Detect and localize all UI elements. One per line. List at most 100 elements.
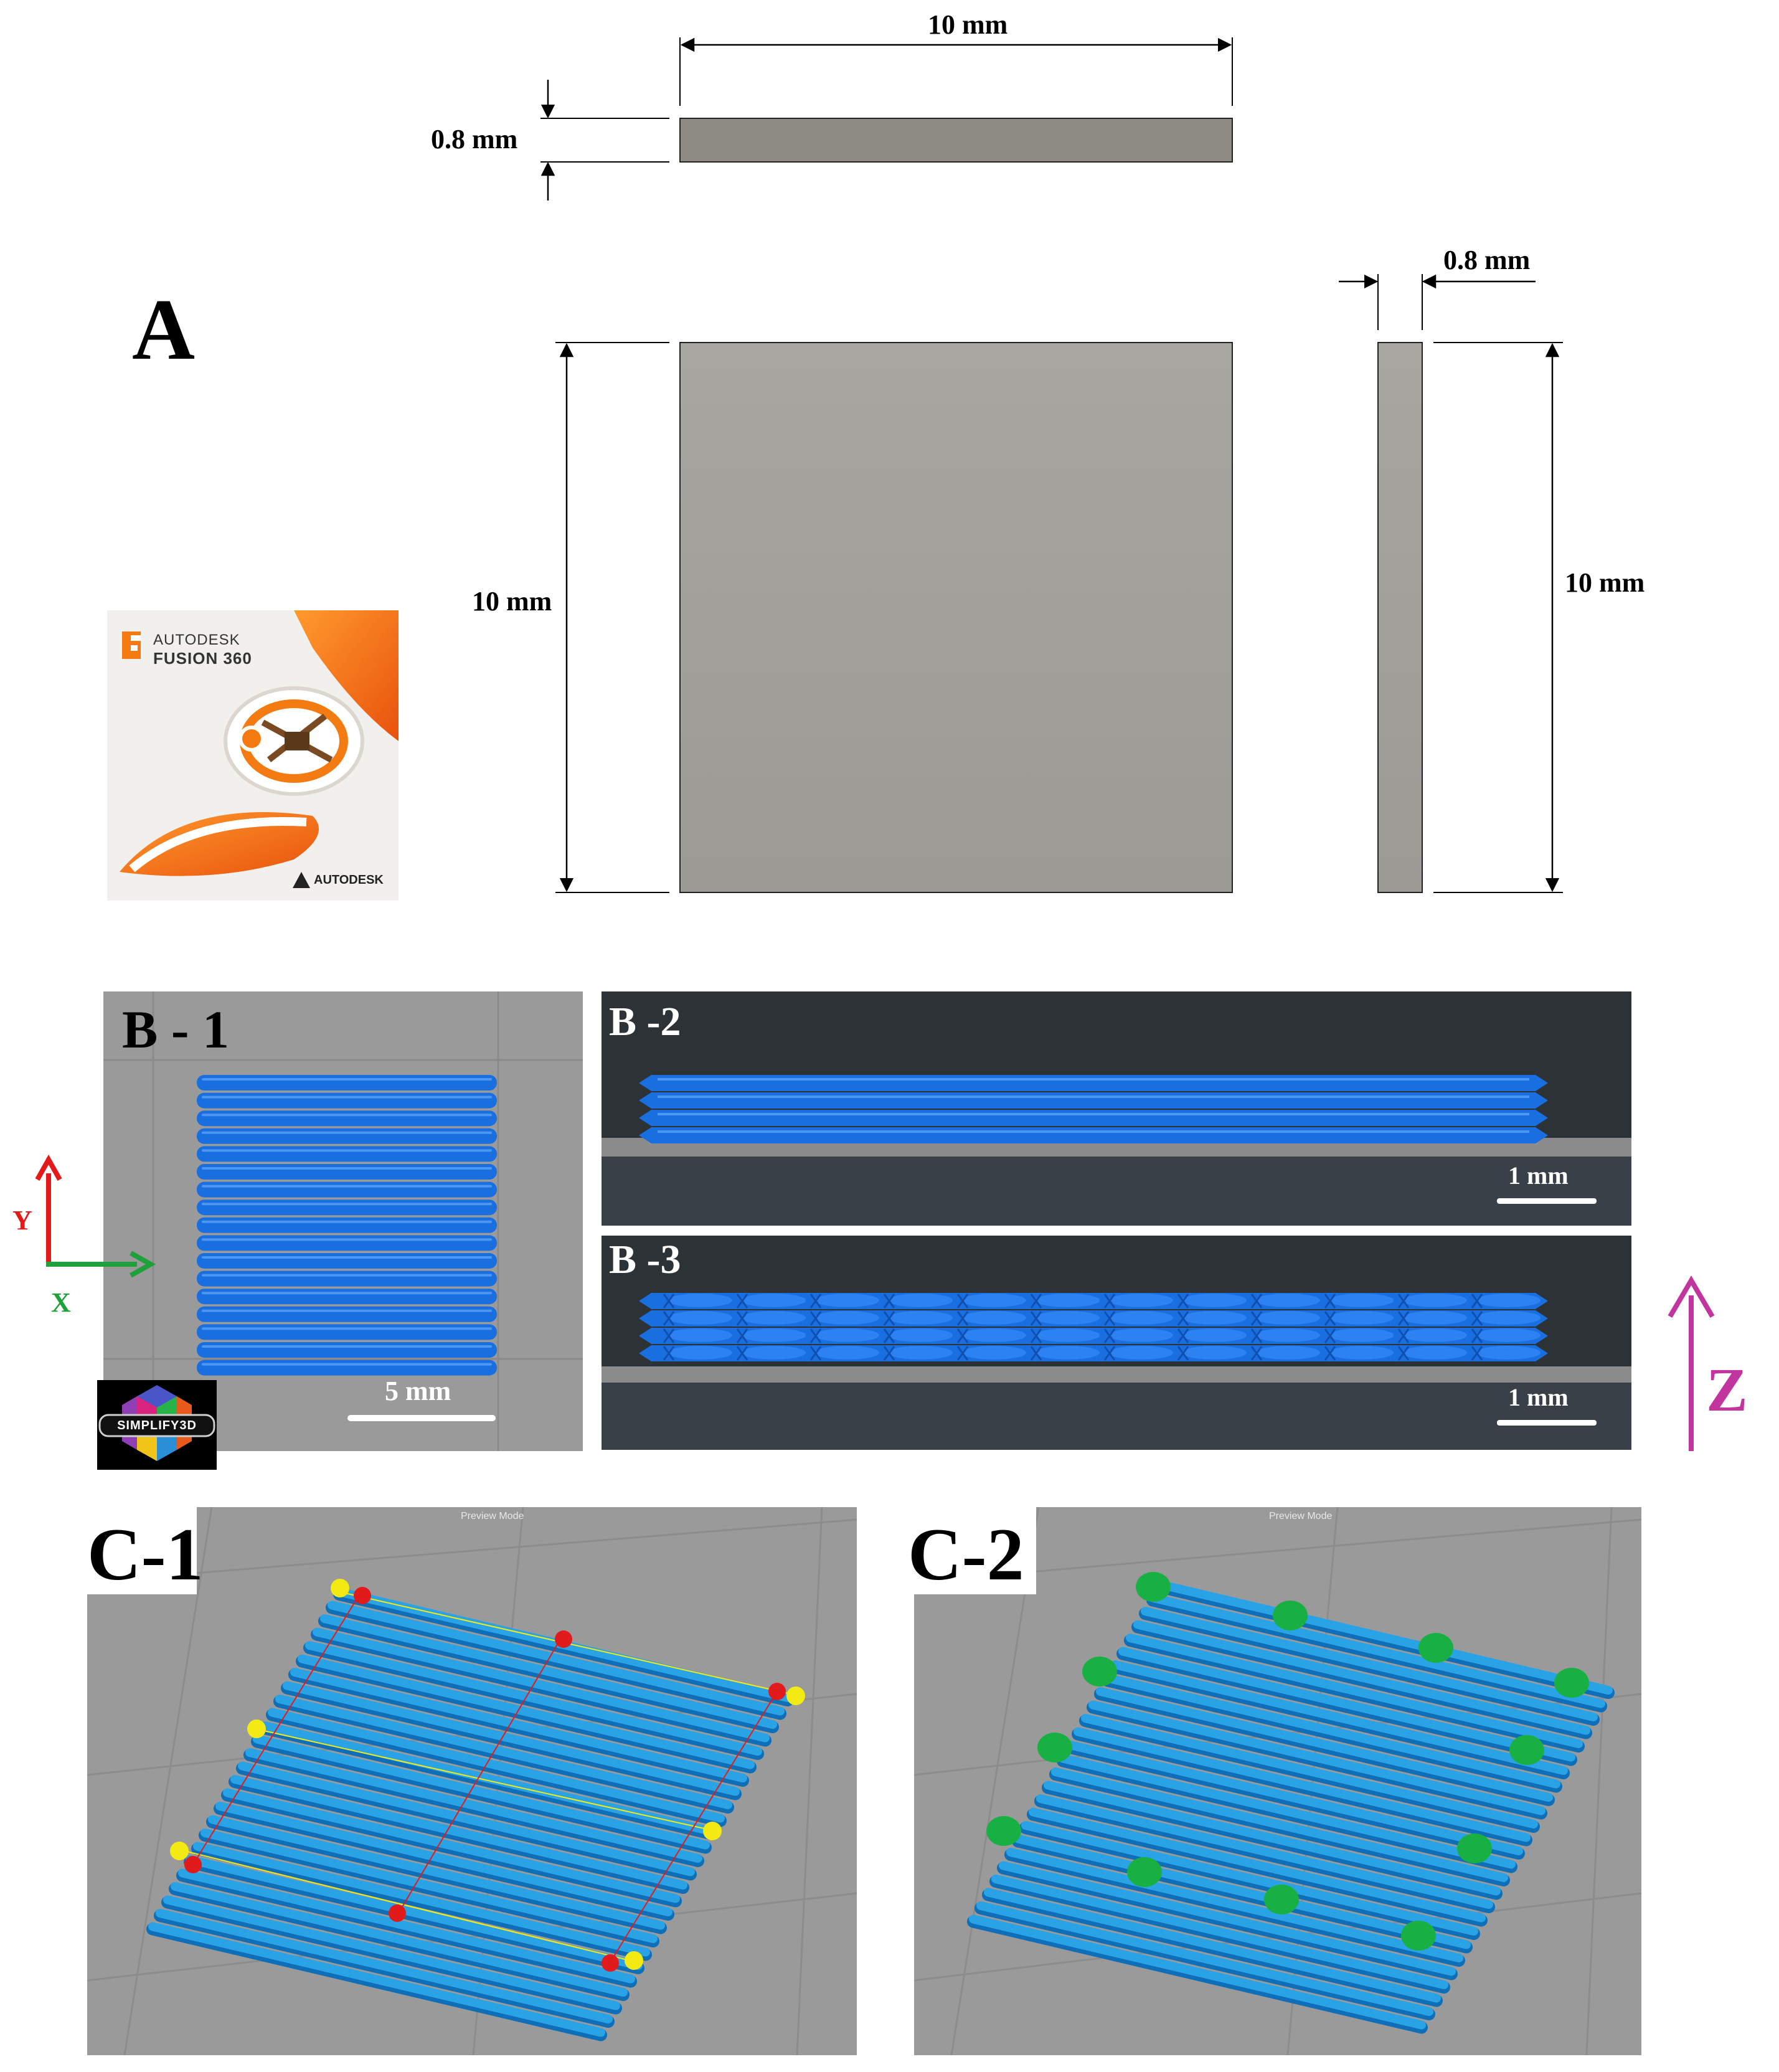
top-view-plate xyxy=(679,118,1233,163)
c1-measurement-lines xyxy=(179,1591,791,1965)
b3-segment xyxy=(814,1294,879,1307)
c2-markers xyxy=(986,1572,1589,1951)
c2-green-marker xyxy=(986,1816,1021,1846)
c2-green-marker xyxy=(1136,1572,1171,1602)
b1-scene xyxy=(103,991,583,1451)
b3-segment xyxy=(1329,1346,1394,1360)
c1-red-marker xyxy=(555,1630,572,1648)
c1-red-marker xyxy=(602,1954,619,1972)
b3-segment xyxy=(1255,1294,1320,1307)
c2-green-marker xyxy=(1509,1735,1544,1765)
axis-y-label: Y xyxy=(12,1205,32,1236)
b3-segment xyxy=(668,1328,732,1342)
c1-preview-mode-text: Preview Mode xyxy=(461,1511,524,1521)
b3-segment xyxy=(741,1294,806,1307)
b2-scene xyxy=(602,991,1631,1226)
b3-segment xyxy=(961,1328,1026,1342)
b1-raster-line xyxy=(197,1289,497,1305)
b3-segment xyxy=(1035,1346,1100,1360)
b2-layer xyxy=(639,1110,1548,1126)
fusion-wing-lower xyxy=(120,812,319,876)
b3-segment xyxy=(741,1346,806,1360)
c2-green-marker xyxy=(1418,1633,1453,1663)
b3-segment xyxy=(1035,1328,1100,1342)
panel-c2-viewport: Preview Mode xyxy=(914,1507,1641,2055)
b3-segment xyxy=(814,1328,879,1342)
b3-segment xyxy=(668,1294,732,1307)
b3-segment xyxy=(741,1328,806,1342)
c2-green-marker xyxy=(1127,1857,1162,1887)
panel-a-drawing xyxy=(540,37,1563,893)
dim-front-height-label: 10 mm xyxy=(472,586,552,617)
b3-segment xyxy=(1255,1346,1320,1360)
front-view-plate xyxy=(679,342,1233,893)
b1-raster-line xyxy=(197,1253,497,1269)
fusion360-logo-card: AUTODESK FUSION 360 AUTODESK xyxy=(107,610,399,901)
b1-scale-bar xyxy=(347,1415,496,1421)
b2-layer xyxy=(639,1127,1548,1143)
c1-yellow-marker xyxy=(703,1822,722,1840)
c2-label: C-2 xyxy=(908,1513,1024,1596)
b3-filament-layers xyxy=(639,1293,1548,1361)
b1-raster-line xyxy=(197,1235,497,1251)
c1-red-marker xyxy=(389,1904,406,1922)
b3-segment xyxy=(1402,1311,1467,1325)
b3-segment xyxy=(961,1311,1026,1325)
b3-segment xyxy=(961,1346,1026,1360)
b3-segment xyxy=(1476,1311,1541,1325)
c1-red-marker xyxy=(354,1587,371,1604)
c1-markers xyxy=(170,1579,805,1972)
c2-green-marker xyxy=(1554,1668,1589,1698)
fusion-brand-text: AUTODESK xyxy=(153,632,240,648)
c1-yellow-marker xyxy=(247,1720,266,1738)
fusion-wing-upper xyxy=(294,610,399,741)
c1-yellow-marker xyxy=(331,1579,349,1597)
b3-segment xyxy=(814,1346,879,1360)
c1-yellow-marker xyxy=(170,1842,189,1860)
b3-segment xyxy=(888,1311,953,1325)
b3-segment xyxy=(1182,1328,1247,1342)
b1-raster-line xyxy=(197,1217,497,1233)
c2-filament-rasters xyxy=(967,1580,1615,2034)
b2-filament-layers xyxy=(639,1075,1548,1143)
panel-a-label: A xyxy=(132,281,196,378)
b3-segment xyxy=(814,1311,879,1325)
b3-segment xyxy=(961,1294,1026,1307)
b3-segment xyxy=(1476,1294,1541,1307)
b1-label: B - 1 xyxy=(122,1000,229,1059)
b3-segment xyxy=(1329,1311,1394,1325)
panel-b1-viewport: B - 1 5 mm xyxy=(103,991,583,1451)
b1-raster-line xyxy=(197,1110,497,1127)
b3-segment xyxy=(668,1311,732,1325)
z-axis-arrow xyxy=(1668,1275,1715,1451)
b3-segment xyxy=(1108,1346,1173,1360)
c1-red-marker xyxy=(184,1856,202,1873)
simplify3d-logo-text: SIMPLIFY3D xyxy=(117,1419,197,1432)
xy-axis-gizmo xyxy=(35,1154,156,1278)
b3-segment xyxy=(1182,1294,1247,1307)
b3-segment xyxy=(1402,1328,1467,1342)
c2-green-marker xyxy=(1264,1885,1299,1914)
b3-segment xyxy=(1255,1328,1320,1342)
b3-build-plate xyxy=(602,1366,1631,1383)
b3-scale-label: 1 mm xyxy=(1508,1383,1569,1411)
c2-green-marker xyxy=(1037,1733,1072,1762)
dim-side-height-label: 10 mm xyxy=(1565,567,1645,598)
b3-segment xyxy=(1402,1346,1467,1360)
b3-segment xyxy=(888,1328,953,1342)
c2-green-marker xyxy=(1457,1833,1492,1863)
b1-raster-line xyxy=(197,1306,497,1322)
b1-raster-line xyxy=(197,1128,497,1144)
b3-segment xyxy=(1182,1311,1247,1325)
c1-yellow-marker xyxy=(625,1951,643,1970)
b1-raster-line xyxy=(197,1075,497,1090)
c2-green-marker xyxy=(1273,1601,1308,1630)
fusion360-artwork xyxy=(107,610,399,901)
b3-segment xyxy=(1108,1294,1173,1307)
b3-segment xyxy=(741,1311,806,1325)
axis-z-label: Z xyxy=(1706,1355,1748,1424)
c1-red-marker xyxy=(768,1683,786,1700)
fusion-product-text: FUSION 360 xyxy=(153,649,252,668)
b3-segment xyxy=(1329,1328,1394,1342)
b1-raster-line xyxy=(197,1199,497,1216)
